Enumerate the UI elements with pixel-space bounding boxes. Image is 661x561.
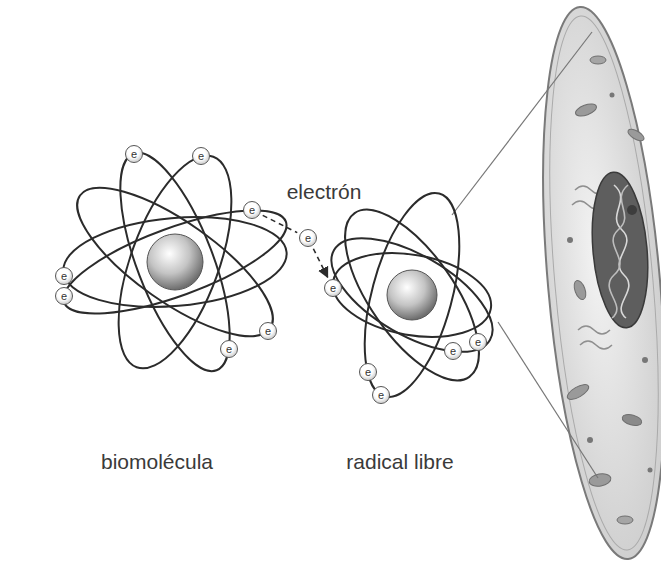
electron-circle: e	[299, 229, 317, 247]
electron-symbol: e	[198, 151, 204, 162]
electron-circle: e	[359, 363, 377, 381]
electron-symbol: e	[265, 326, 271, 337]
electron-symbol: e	[305, 233, 311, 244]
electron-circle: e	[55, 287, 73, 305]
electron-circle: e	[192, 147, 210, 165]
zoom-lines	[452, 32, 598, 478]
electron-symbol: e	[450, 346, 456, 357]
electron-circle: e	[372, 386, 390, 404]
electron-transfer-arrow	[263, 215, 298, 232]
electron-symbol: e	[365, 367, 371, 378]
electron-symbol: e	[61, 291, 67, 302]
biomolecule-atom	[52, 140, 297, 384]
electron-symbol: e	[378, 390, 384, 401]
cell-drawing	[524, 2, 661, 561]
radical-atom	[314, 183, 510, 407]
electron-circle: e	[324, 279, 342, 297]
caption-label: electrón	[287, 180, 362, 204]
electron-circle: e	[259, 322, 277, 340]
caption-label: radical libre	[346, 450, 453, 474]
electron-symbol: e	[226, 344, 232, 355]
electron-circle: e	[220, 340, 238, 358]
electron-circle: e	[469, 333, 487, 351]
electron-symbol: e	[330, 283, 336, 294]
caption-label: biomolécula	[101, 450, 213, 474]
electron-circle: e	[55, 267, 73, 285]
electron-symbol: e	[131, 149, 137, 160]
electron-circle: e	[125, 145, 143, 163]
electron-circle: e	[444, 342, 462, 360]
electron-symbol: e	[249, 205, 255, 216]
electron-symbol: e	[61, 271, 67, 282]
electron-transfer-arrow	[313, 249, 327, 278]
electron-symbol: e	[475, 337, 481, 348]
electron-circle: e	[243, 201, 261, 219]
